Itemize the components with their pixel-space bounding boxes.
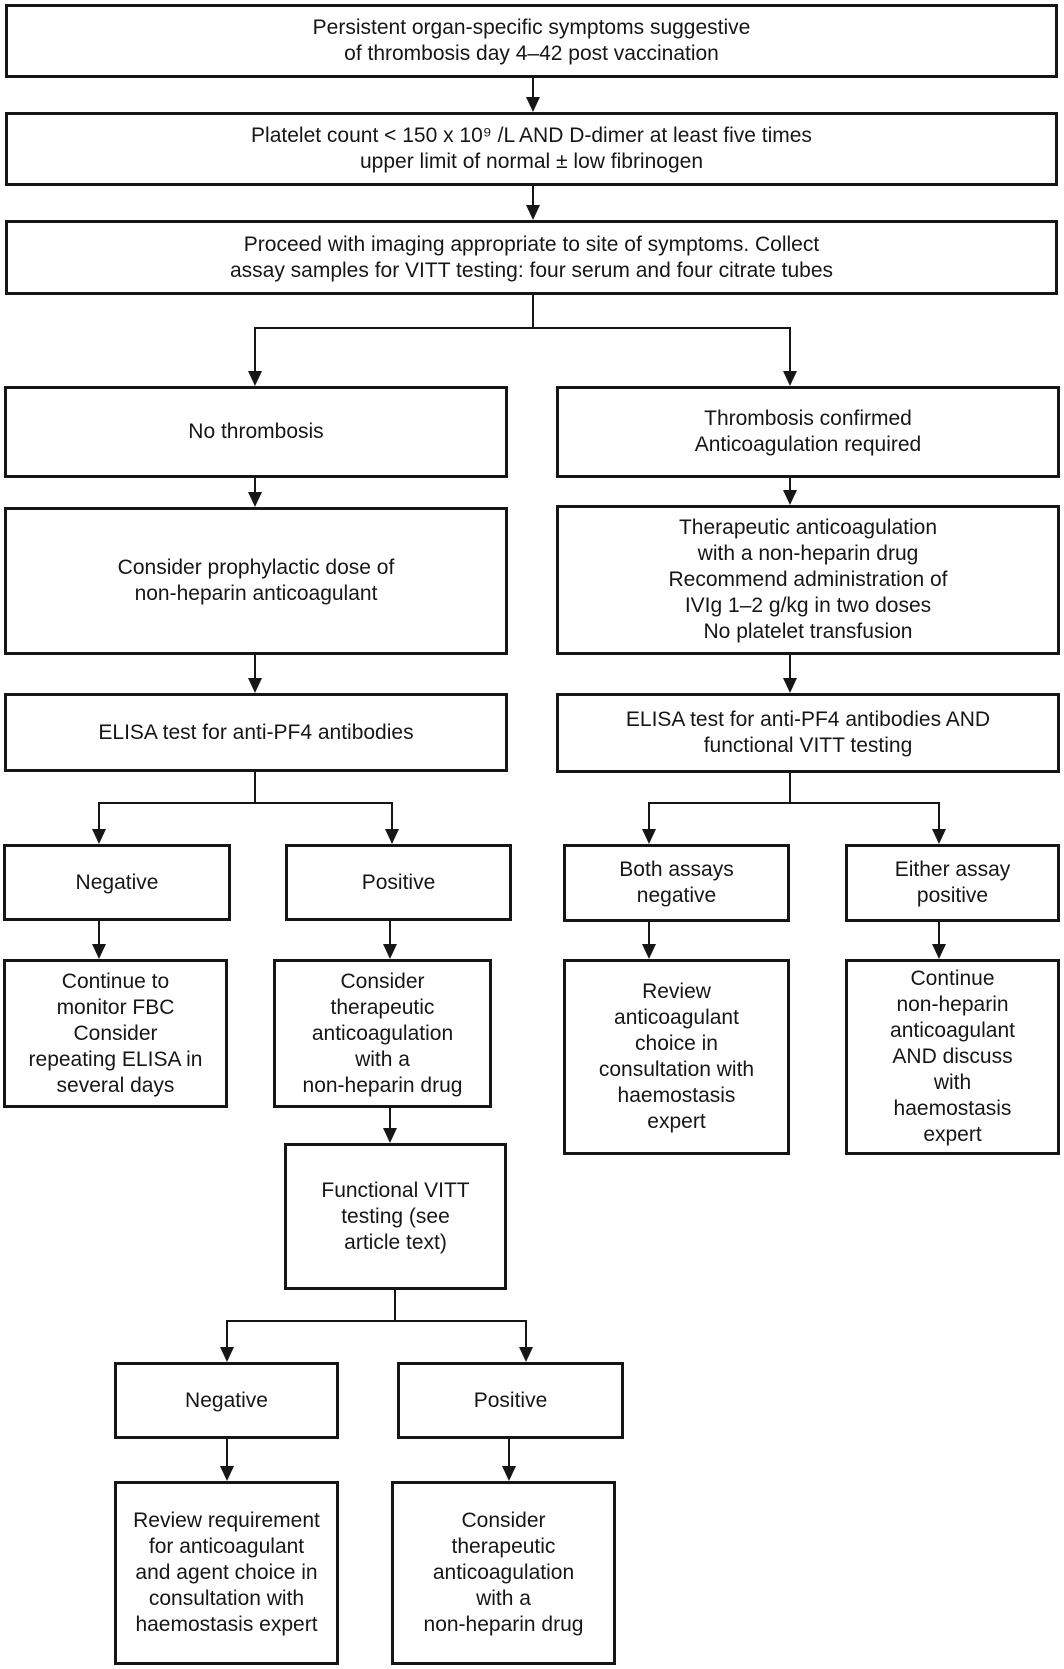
node-functional-positive: Positive — [397, 1362, 624, 1439]
node-review-requirement: Review requirement for anticoagulant and… — [114, 1481, 339, 1665]
node-elisa-and-functional: ELISA test for anti-PF4 antibodies AND f… — [556, 693, 1060, 773]
arrowhead-icon — [642, 944, 656, 959]
split4-right-drop — [525, 1320, 527, 1348]
arrowhead-icon — [642, 829, 656, 844]
node-platelet-ddimer: Platelet count < 150 x 10⁹ /L AND D-dime… — [5, 112, 1058, 186]
split2-right-drop — [391, 802, 393, 830]
split1-bar — [254, 327, 791, 329]
arrowhead-icon — [248, 492, 262, 507]
split2-bar — [98, 802, 393, 804]
arrow-eitherpositive-to-continue — [938, 922, 940, 944]
split1-right-drop — [789, 327, 791, 372]
split3-left-drop — [648, 802, 650, 830]
node-monitor-fbc: Continue to monitor FBC Consider repeati… — [3, 959, 228, 1108]
split3-bar — [648, 802, 940, 804]
split3-stem — [789, 773, 791, 802]
arrowhead-icon — [519, 1347, 533, 1362]
arrowhead-icon — [526, 205, 540, 220]
arrowhead-icon — [92, 829, 106, 844]
node-both-assays-negative: Both assays negative — [563, 844, 790, 922]
arrow-therapeutic-to-elisa — [789, 655, 791, 679]
arrow-prophylactic-to-elisa — [254, 655, 256, 679]
arrowhead-icon — [526, 97, 540, 112]
split4-bar — [226, 1320, 527, 1322]
arrowhead-icon — [783, 490, 797, 505]
split2-left-drop — [98, 802, 100, 830]
node-persistent-symptoms: Persistent organ-specific symptoms sugge… — [5, 4, 1058, 78]
arrowhead-icon — [502, 1466, 516, 1481]
arrow-positive-to-therapeutic — [389, 921, 391, 944]
split4-stem — [394, 1290, 396, 1320]
node-consider-therapeutic-anticoagulation: Consider therapeutic anticoagulation wit… — [273, 959, 492, 1108]
arrow-nothrombosis-to-prophylactic — [254, 478, 256, 493]
node-elisa-positive: Positive — [285, 844, 512, 921]
arrowhead-icon — [220, 1466, 234, 1481]
split3-right-drop — [938, 802, 940, 830]
arrow-confirmed-to-therapeutic — [789, 478, 791, 491]
node-elisa-test: ELISA test for anti-PF4 antibodies — [4, 693, 508, 772]
arrowhead-icon — [932, 944, 946, 959]
node-functional-negative: Negative — [114, 1362, 339, 1439]
node-consider-therapeutic-anticoagulation-final: Consider therapeutic anticoagulation wit… — [391, 1481, 616, 1665]
node-imaging-assay-samples: Proceed with imaging appropriate to site… — [5, 220, 1058, 295]
arrow-platelet-to-imaging — [532, 186, 534, 206]
arrow-funcnegative-to-review — [226, 1439, 228, 1467]
arrowhead-icon — [783, 678, 797, 693]
node-no-thrombosis: No thrombosis — [4, 386, 508, 478]
node-thrombosis-confirmed: Thrombosis confirmed Anticoagulation req… — [556, 386, 1060, 478]
node-functional-vitt-testing: Functional VITT testing (see article tex… — [284, 1143, 507, 1290]
arrowhead-icon — [932, 829, 946, 844]
arrow-bothnegative-to-review — [648, 922, 650, 944]
node-therapeutic-ivig: Therapeutic anticoagulation with a non-h… — [556, 505, 1060, 655]
node-prophylactic-dose: Consider prophylactic dose of non-hepari… — [4, 507, 508, 655]
node-continue-non-heparin: Continue non-heparin anticoagulant AND d… — [845, 959, 1060, 1155]
arrow-symptoms-to-platelet — [532, 78, 534, 98]
arrow-funcpositive-to-therapeutic — [508, 1439, 510, 1467]
node-either-assay-positive: Either assay positive — [845, 844, 1060, 922]
arrow-negative-to-monitor — [98, 921, 100, 944]
arrowhead-icon — [383, 944, 397, 959]
split1-stem — [532, 295, 534, 327]
arrowhead-icon — [385, 829, 399, 844]
arrowhead-icon — [220, 1347, 234, 1362]
node-review-anticoagulant-choice: Review anticoagulant choice in consultat… — [563, 959, 790, 1155]
split4-left-drop — [226, 1320, 228, 1348]
split1-left-drop — [254, 327, 256, 372]
arrowhead-icon — [92, 944, 106, 959]
split2-stem — [254, 772, 256, 802]
arrowhead-icon — [383, 1128, 397, 1143]
node-elisa-negative: Negative — [3, 844, 231, 921]
arrowhead-icon — [248, 678, 262, 693]
arrow-therapeutic-to-functional — [389, 1108, 391, 1129]
arrowhead-icon — [248, 371, 262, 386]
arrowhead-icon — [783, 371, 797, 386]
